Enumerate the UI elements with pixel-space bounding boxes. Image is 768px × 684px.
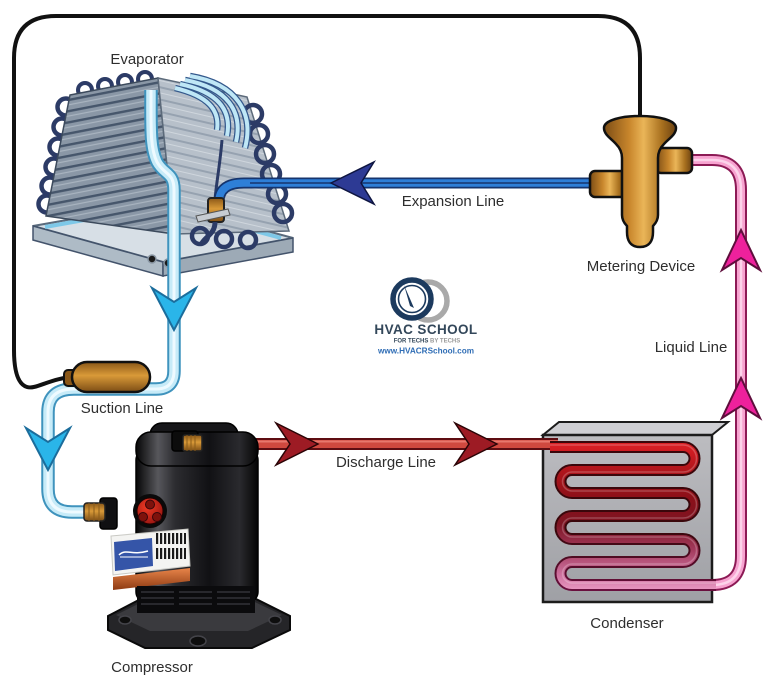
label-barcode (156, 533, 186, 544)
label-barcode (156, 548, 186, 559)
logo-title: HVAC SCHOOL (374, 322, 477, 337)
liquid-flow-arrow (719, 375, 763, 421)
logo-url: www.HVACRSchool.com (377, 347, 474, 356)
label-brand-block (114, 538, 153, 571)
condenser-coil-serpentine (550, 441, 716, 591)
sensing-bulb (70, 360, 152, 394)
discharge-line-label: Discharge Line (336, 454, 436, 471)
liquid-flow-arrow (719, 227, 763, 273)
sensing-bulb-capillary-line (12, 14, 642, 390)
discharge-flow-arrow (273, 421, 320, 467)
pan-port-hole (147, 254, 157, 264)
distributor-stub-tube (199, 221, 218, 245)
base-bolt-hole (189, 635, 207, 647)
suction-flow-arrow (149, 285, 199, 333)
suction-line-pipe (23, 89, 199, 519)
liquid-line-label: Liquid Line (655, 339, 728, 356)
expansion-flow-arrow (329, 160, 377, 206)
compressor-grille (137, 586, 255, 613)
gauge-needle-icon (404, 285, 414, 308)
evaporator-label: Evaporator (110, 51, 183, 68)
fitting-strap (195, 208, 231, 223)
logo-tagline: FOR TECHS BY TECHS (394, 339, 461, 345)
copper-winding-band (113, 568, 190, 590)
txv-body (602, 114, 678, 249)
suction-flow-arrow (23, 425, 73, 473)
suction-line-label: Suction Line (81, 400, 164, 417)
discharge-flow-arrow (452, 421, 499, 467)
metering-device-label: Metering Device (587, 258, 695, 275)
condenser-top-face (540, 421, 731, 436)
discharge-port-brass-fitting (182, 434, 203, 452)
liquid-line-pipe (664, 154, 763, 591)
metering-device-valve (588, 114, 694, 249)
base-bolt-hole (268, 615, 282, 625)
evaporator-distributor-tubes (174, 72, 251, 201)
base-bolt-hole (118, 615, 132, 625)
expansion-line-label: Expansion Line (402, 193, 505, 210)
txv-left-port (588, 169, 628, 199)
evaporator-coil (32, 70, 295, 277)
compressor-label-text: Compressor (111, 659, 193, 676)
hvac-school-logo: HVAC SCHOOL FOR TECHS BY TECHS www.HVACR… (374, 277, 477, 356)
expansion-line-pipe (195, 160, 612, 245)
condenser-label: Condenser (590, 615, 663, 632)
txv-right-port (654, 146, 694, 175)
compressor-unit (83, 422, 291, 649)
